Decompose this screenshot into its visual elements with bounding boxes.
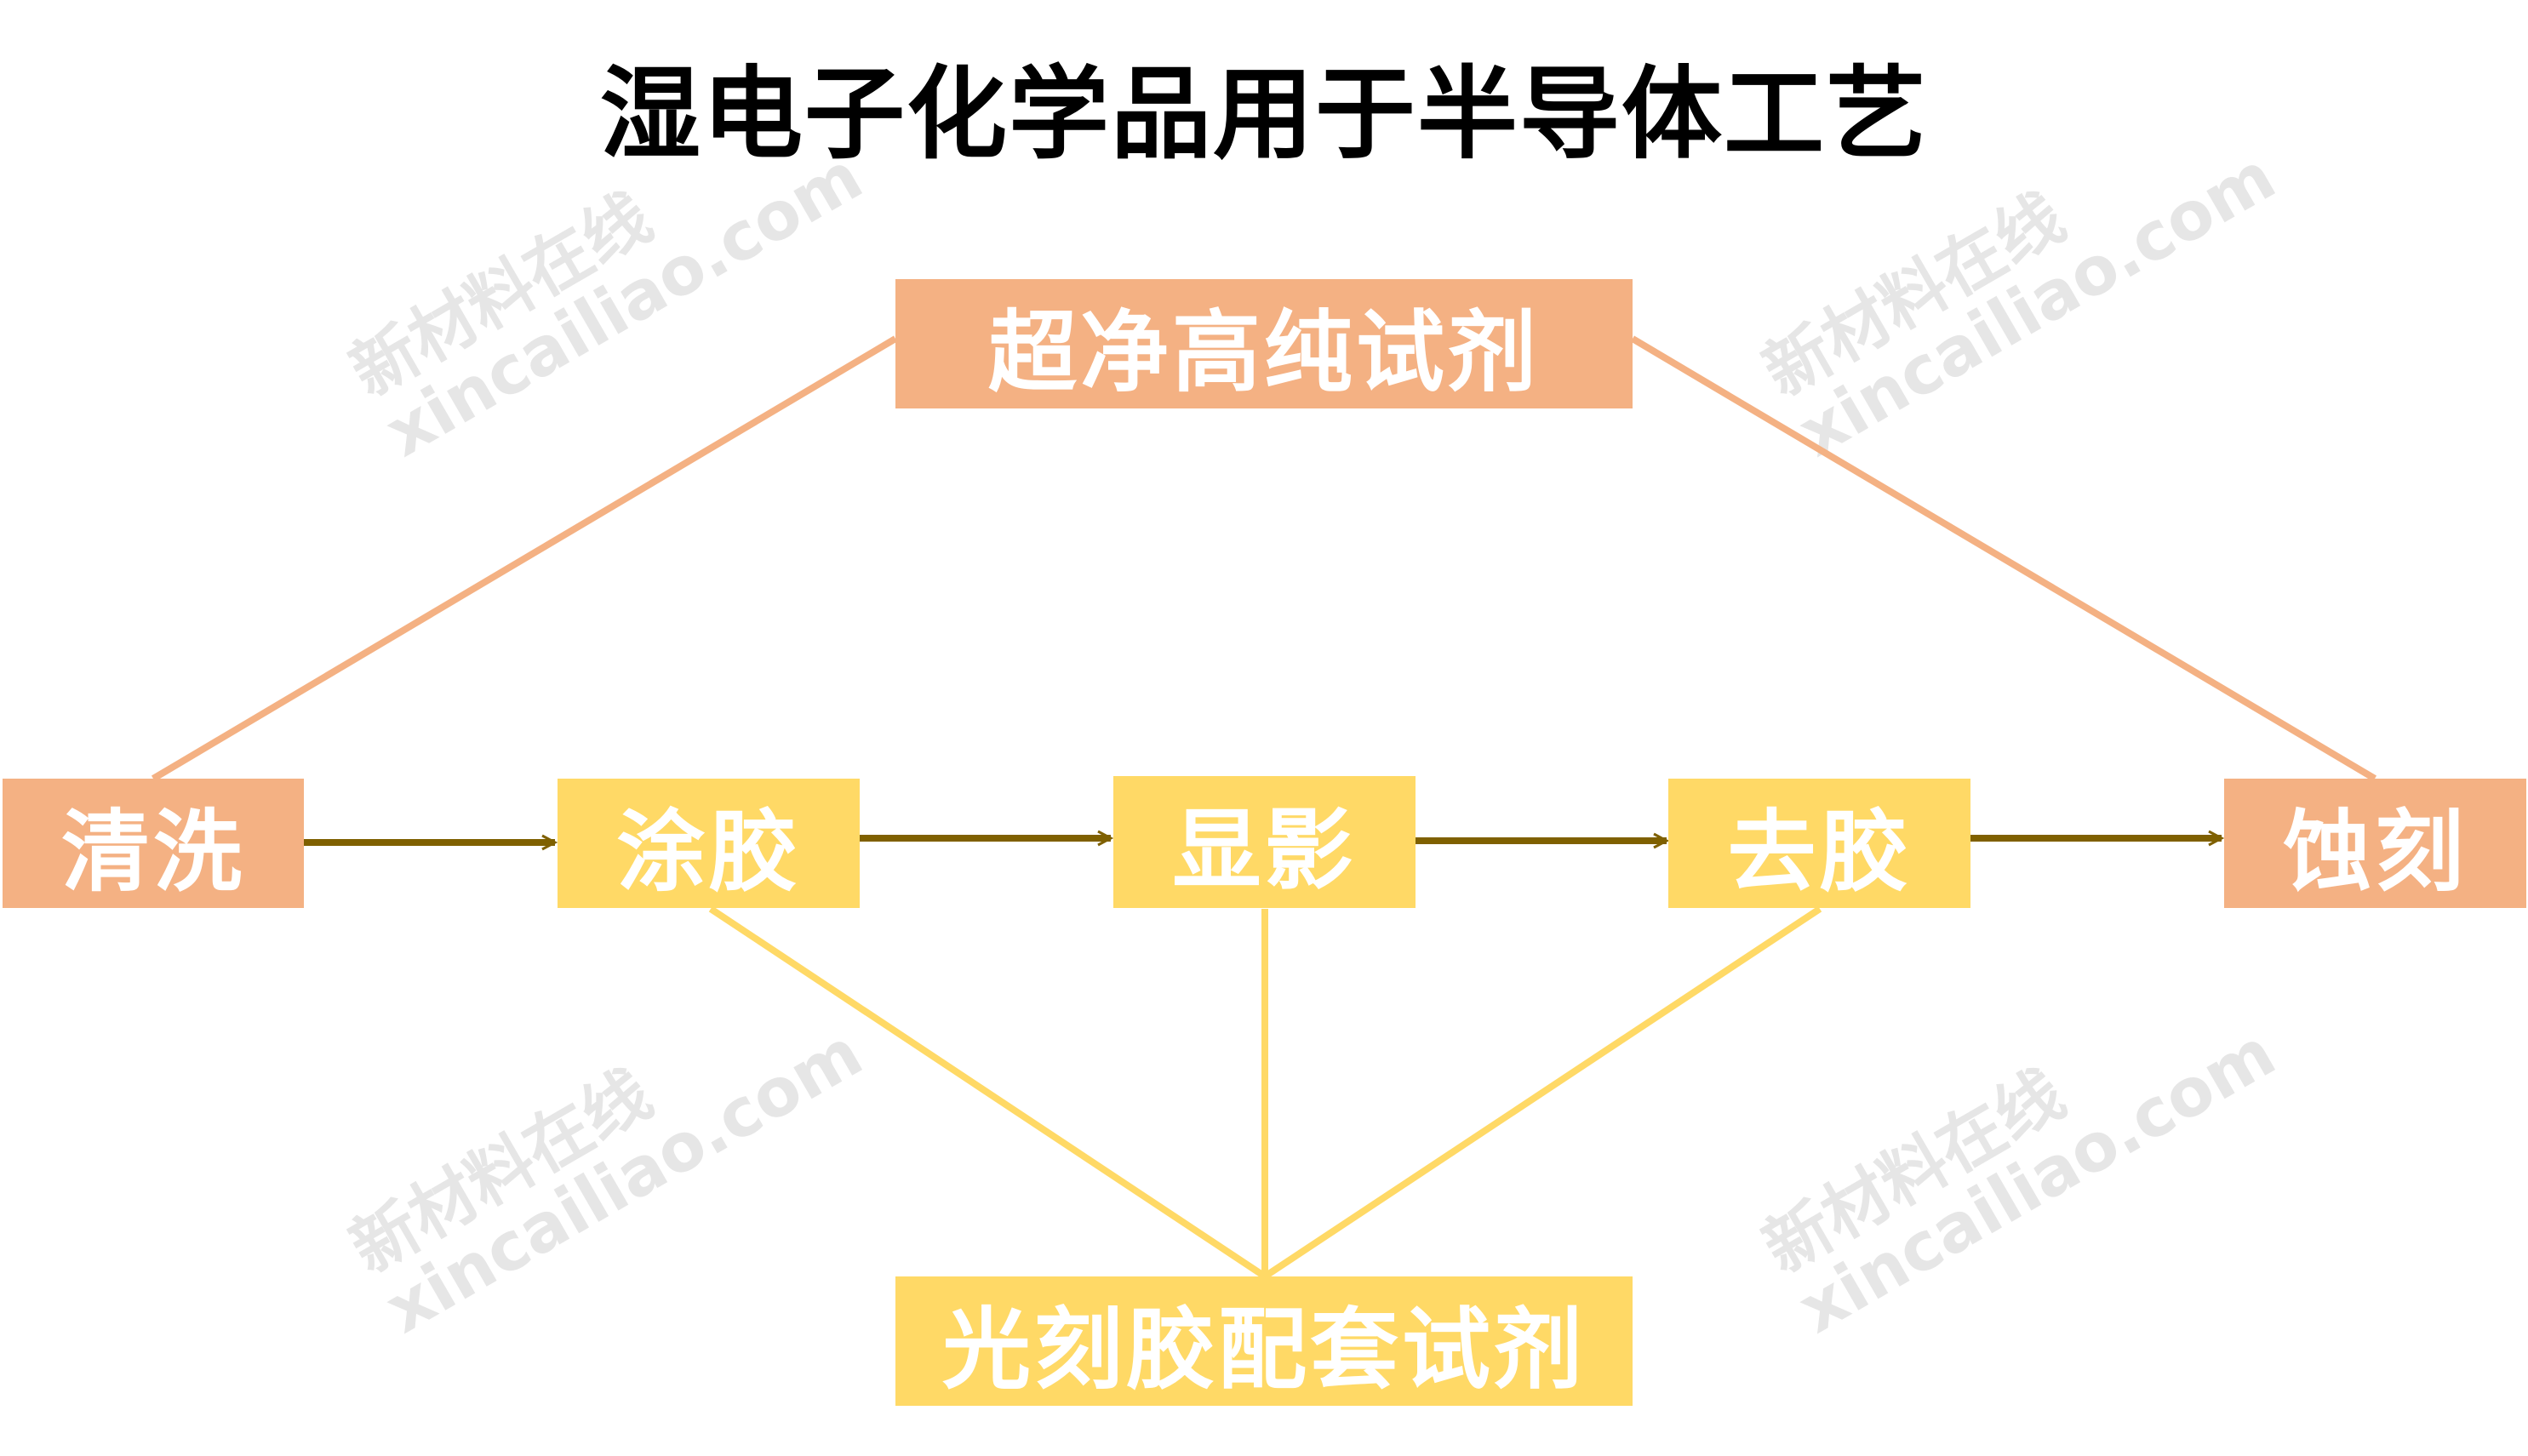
node-reagent-top: 超净高纯试剂 — [895, 279, 1633, 408]
node-label: 涂胶 — [616, 799, 801, 904]
node-coat: 涂胶 — [558, 779, 860, 908]
node-label: 清洗 — [60, 799, 245, 904]
node-develop: 显影 — [1113, 776, 1416, 908]
link-reagent-top-clean — [151, 335, 898, 782]
node-etch: 蚀刻 — [2224, 779, 2526, 908]
node-label: 去胶 — [1727, 799, 1912, 904]
node-label: 光刻胶配套试剂 — [941, 1297, 1586, 1402]
link-coat-reagent-bottom — [708, 905, 1267, 1280]
link-strip-reagent-bottom — [1262, 905, 1822, 1280]
page-title: 湿电子化学品用于半导体工艺 — [599, 55, 1928, 173]
node-strip: 去胶 — [1668, 779, 1970, 908]
node-label: 超净高纯试剂 — [987, 300, 1540, 404]
node-reagent-bottom: 光刻胶配套试剂 — [895, 1276, 1633, 1406]
node-label: 显影 — [1172, 798, 1357, 902]
node-clean: 清洗 — [3, 779, 304, 908]
node-label: 蚀刻 — [2283, 799, 2468, 904]
link-reagent-top-etch — [1630, 335, 2377, 782]
